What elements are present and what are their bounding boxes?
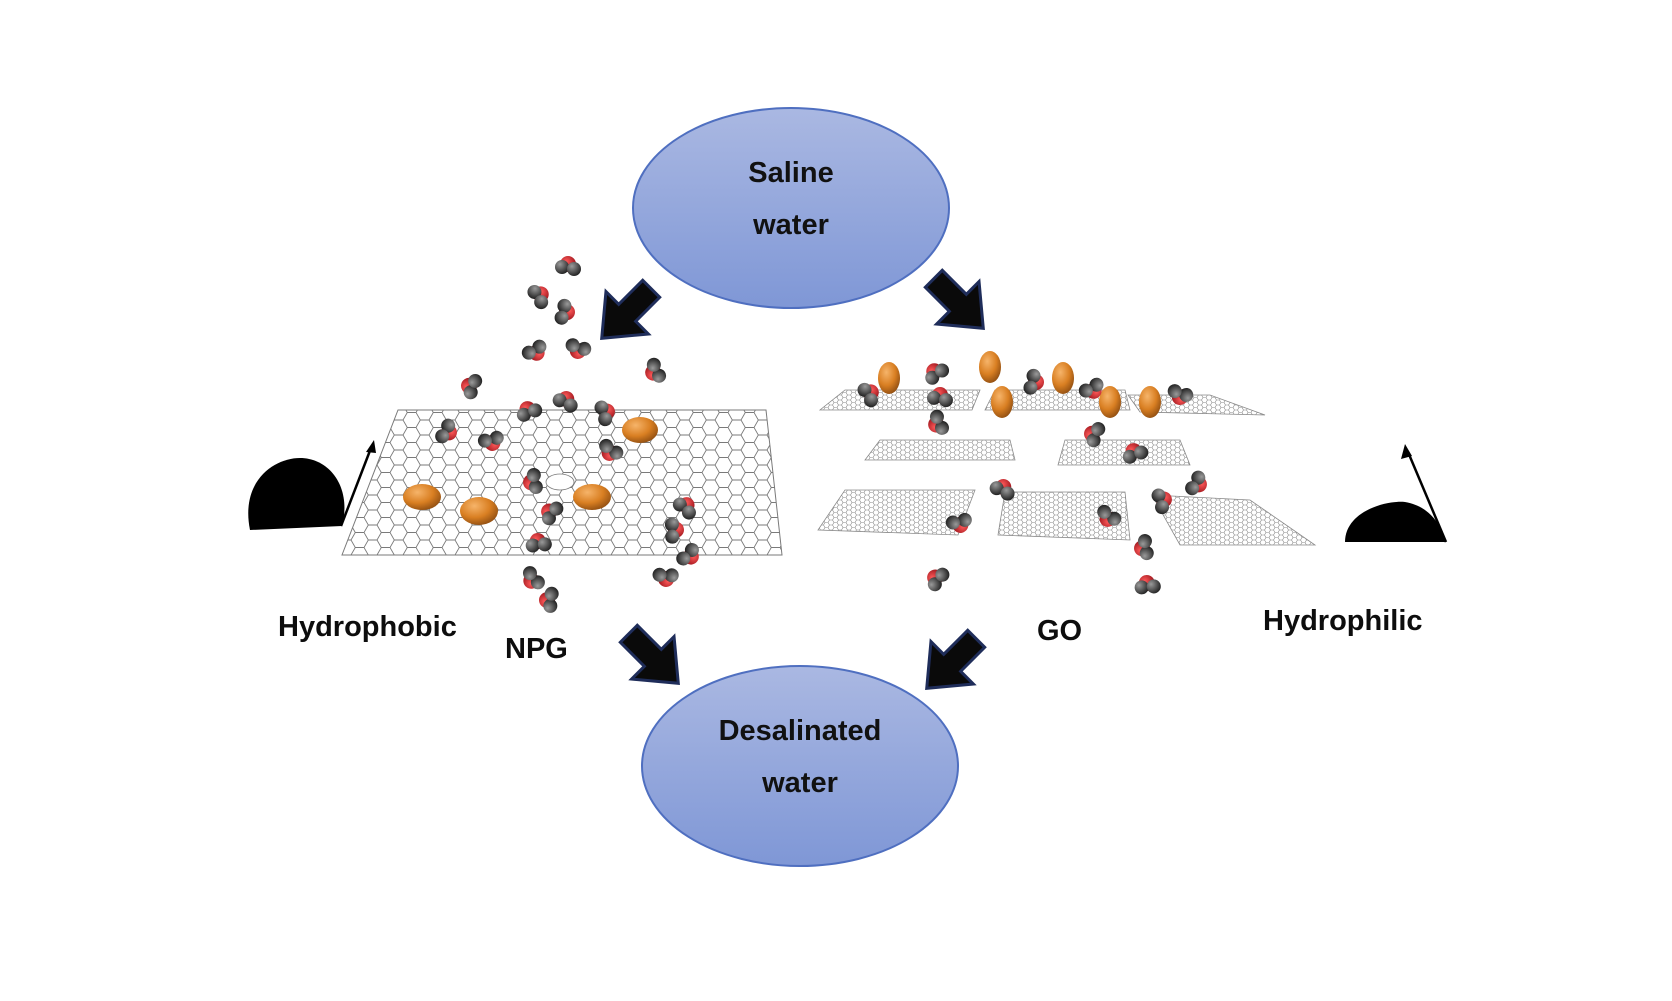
- water-molecule-icon: [1151, 488, 1172, 515]
- salt-ion-icon: [1139, 386, 1161, 418]
- water-molecule-icon: [554, 298, 575, 325]
- desalinated-label-line1: Desalinated: [719, 715, 882, 747]
- water-molecule-icon: [1167, 384, 1194, 405]
- water-molecule-icon: [926, 387, 953, 408]
- hydrophilic-droplet: [1345, 444, 1448, 543]
- arrow-saline-to-npg: [600, 278, 662, 340]
- salt-ion-icon: [979, 351, 1001, 383]
- hydrophobic-droplet: [248, 440, 376, 530]
- water-molecule-icon: [676, 542, 699, 566]
- down-arrow-icon: [600, 278, 662, 340]
- water-molecule-icon: [664, 517, 684, 544]
- water-molecule-icon: [1122, 443, 1149, 464]
- water-molecule-icon: [927, 567, 950, 592]
- salt-ion-icon: [1099, 386, 1121, 418]
- water-molecule-icon: [525, 533, 552, 553]
- hydrophilic-label: Hydrophilic: [1263, 605, 1423, 637]
- water-molecule-icon: [539, 586, 559, 613]
- water-droplet-icon: [1345, 501, 1446, 542]
- water-molecule-icon: [477, 430, 504, 451]
- water-molecule-icon: [521, 339, 547, 361]
- water-molecule-icon: [599, 438, 624, 461]
- water-molecule-icon: [1134, 534, 1154, 561]
- down-arrow-icon: [925, 628, 987, 690]
- water-molecule-icon: [928, 409, 950, 435]
- hydrophobic-label: Hydrophobic: [278, 611, 457, 643]
- water-molecule-icon: [1023, 368, 1044, 395]
- salt-ion-icon: [573, 484, 611, 510]
- water-molecule-icon: [1084, 422, 1106, 448]
- down-arrow-icon: [923, 268, 985, 330]
- salt-ion-icon: [622, 417, 658, 443]
- down-arrow-icon: [618, 623, 680, 685]
- salt-ion-icon: [1052, 362, 1074, 394]
- desalinated-label-line2: water: [761, 767, 838, 799]
- water-molecule-icon: [541, 501, 564, 526]
- salt-ion-icon: [403, 484, 441, 510]
- salt-ion-icon: [991, 386, 1013, 418]
- water-molecule-icon: [1134, 575, 1161, 595]
- water-molecule-icon: [945, 512, 972, 533]
- salt-ion-icon: [460, 497, 498, 525]
- water-molecule-icon: [555, 256, 581, 276]
- saline-label-line1: Saline: [748, 157, 833, 189]
- npg-label: NPG: [505, 633, 568, 665]
- npg-salt-ions: [403, 417, 658, 525]
- water-molecule-icon: [565, 338, 592, 359]
- water-molecule-icon: [552, 391, 578, 413]
- water-molecule-icon: [857, 382, 879, 408]
- water-molecule-icon: [522, 566, 545, 590]
- arrow-saline-to-go: [923, 268, 985, 330]
- water-molecule-icon: [1097, 504, 1122, 527]
- go-label: GO: [1037, 615, 1082, 647]
- water-molecule-icon: [594, 400, 615, 427]
- water-molecules: [435, 256, 1207, 613]
- salt-ion-icon: [878, 362, 900, 394]
- water-molecule-icon: [527, 284, 549, 310]
- npg-membrane: [341, 409, 783, 556]
- water-molecule-icon: [461, 373, 483, 400]
- water-molecule-icon: [925, 363, 950, 385]
- saline-label-line2: water: [752, 209, 829, 241]
- water-molecule-icon: [672, 497, 696, 520]
- arrow-go-to-desalinated: [925, 628, 987, 690]
- arrow-npg-to-desalinated: [618, 623, 680, 685]
- go-membrane: [817, 389, 1317, 546]
- water-droplet-icon: [248, 458, 345, 530]
- water-molecule-icon: [435, 418, 457, 444]
- water-molecule-icon: [516, 401, 543, 422]
- water-molecule-icon: [989, 479, 1015, 501]
- saline-water-node: Saline water: [632, 107, 950, 309]
- go-salt-ions: [878, 351, 1161, 418]
- water-molecule-icon: [1078, 377, 1104, 399]
- water-molecule-icon: [1185, 470, 1207, 496]
- water-molecule-icon: [645, 357, 667, 383]
- water-molecule-icon: [652, 567, 679, 587]
- desalinated-water-node: Desalinated water: [641, 665, 959, 867]
- water-molecule-icon: [523, 468, 543, 495]
